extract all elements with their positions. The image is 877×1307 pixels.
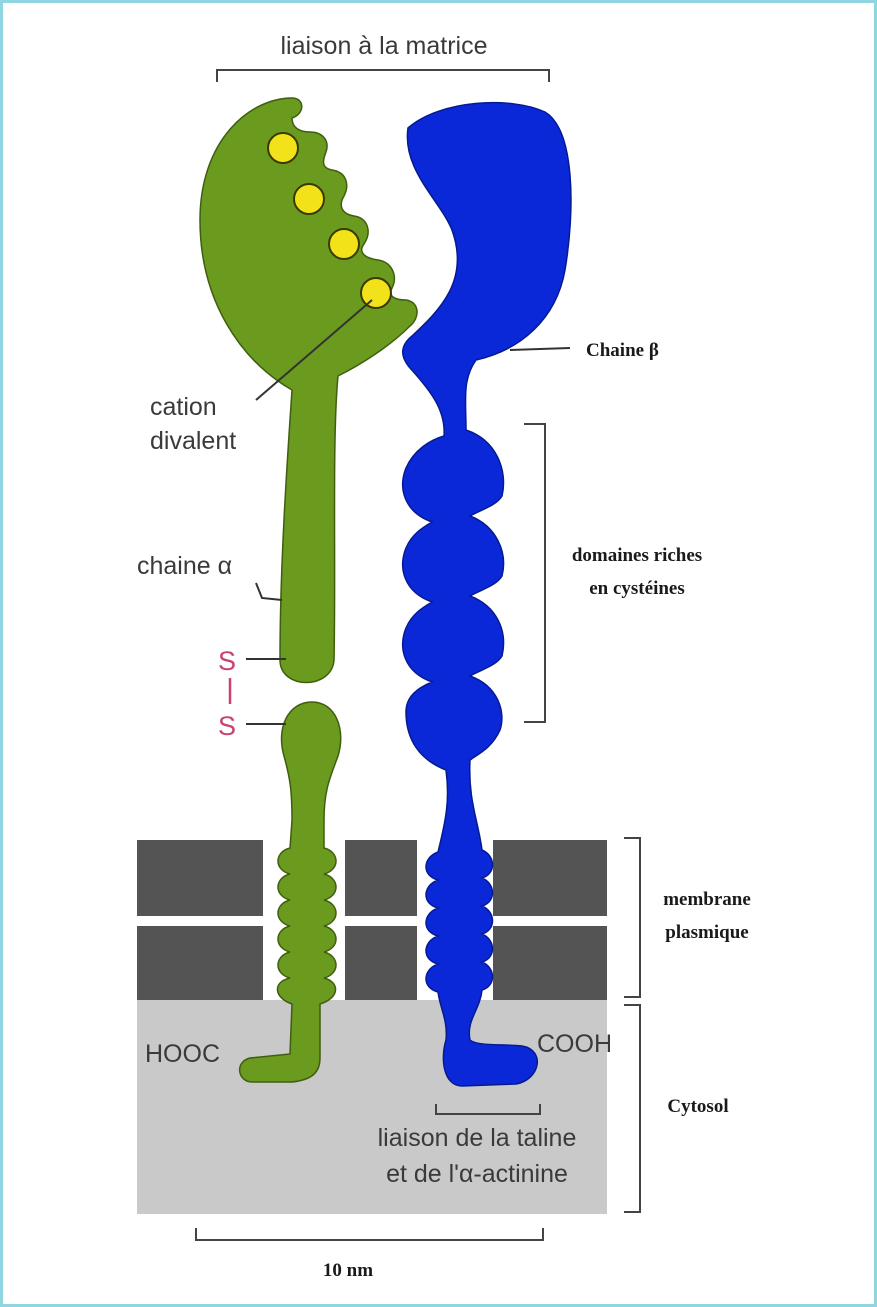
- top-binding-bracket: [216, 69, 550, 82]
- cooh-label: COOH: [537, 1030, 612, 1058]
- cysteine-label-line1: domaines riches: [572, 545, 702, 566]
- beta-chain-label: Chaine β: [586, 340, 659, 361]
- alpha-chain-lower: [239, 701, 342, 1083]
- cation-circle: [328, 228, 360, 260]
- membrane-block: [137, 840, 263, 916]
- membrane-block: [493, 926, 607, 1000]
- cytosol-label: Cytosol: [667, 1096, 728, 1117]
- disulfide-s-bottom: S: [218, 711, 236, 741]
- cation-leader: [255, 299, 373, 401]
- divalent-cations: [267, 132, 392, 309]
- beta-chain: [402, 101, 572, 1087]
- talin-label-line2: et de l'α-actinine: [386, 1160, 568, 1188]
- top-binding-label: liaison à la matrice: [280, 32, 487, 60]
- cysteine-label-line2: en cystéines: [589, 578, 685, 599]
- cysteine-bracket: [524, 423, 546, 723]
- membrane-bracket: [624, 837, 641, 998]
- disulfide-s-top: S: [218, 646, 236, 676]
- cytosol-region: [137, 1000, 607, 1214]
- scale-label: 10 nm: [323, 1260, 373, 1281]
- hooc-label: HOOC: [145, 1040, 220, 1068]
- cation-circle: [360, 277, 392, 309]
- scale-bar: [195, 1228, 544, 1241]
- beta-chain-leader: [509, 347, 571, 351]
- membrane-block: [137, 926, 263, 1000]
- cation-circle: [293, 183, 325, 215]
- alpha-chain-leader: [255, 582, 283, 601]
- membrane-block: [345, 926, 417, 1000]
- membrane-block: [345, 840, 417, 916]
- alpha-chain-label: chaine α: [137, 552, 232, 580]
- talin-binding-bracket: [435, 1104, 541, 1115]
- talin-label-line1: liaison de la taline: [378, 1124, 577, 1152]
- membrane-block: [493, 840, 607, 916]
- cytosol-bracket: [624, 1004, 641, 1213]
- alpha-chain: [199, 97, 418, 1083]
- cation-circle: [267, 132, 299, 164]
- membrane-label-line1: membrane: [663, 889, 751, 910]
- cation-label-line2: divalent: [150, 427, 236, 455]
- plasma-membrane: [137, 840, 607, 1000]
- alpha-chain-head: [199, 97, 418, 684]
- membrane-label-line2: plasmique: [665, 922, 748, 943]
- cation-label-line1: cation: [150, 393, 217, 421]
